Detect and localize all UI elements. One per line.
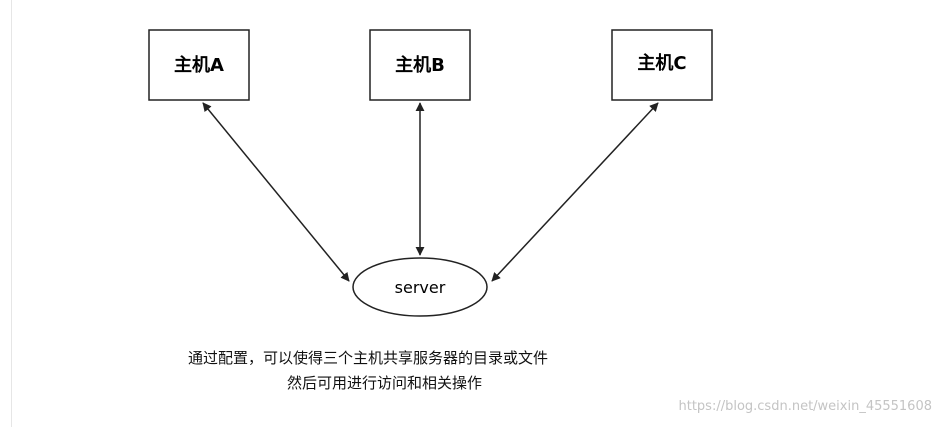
caption-line-1: 通过配置，可以使得三个主机共享服务器的目录或文件 xyxy=(188,349,549,367)
left-divider xyxy=(11,0,12,427)
connector-host-c-server xyxy=(491,102,659,282)
host-a-label: 主机A xyxy=(174,54,224,76)
host-a-node: 主机A xyxy=(148,29,250,101)
host-c-node: 主机C xyxy=(611,29,713,101)
source-watermark: https://blog.csdn.net/weixin_45551608 xyxy=(678,399,932,414)
connector-host-a-server xyxy=(202,102,350,282)
host-b-node: 主机B xyxy=(369,29,471,101)
caption-line-2: 然后可用进行访问和相关操作 xyxy=(287,374,483,392)
server-node: server xyxy=(352,257,488,317)
host-c-label: 主机C xyxy=(637,52,686,74)
server-label: server xyxy=(395,278,446,297)
host-b-label: 主机B xyxy=(395,54,445,76)
